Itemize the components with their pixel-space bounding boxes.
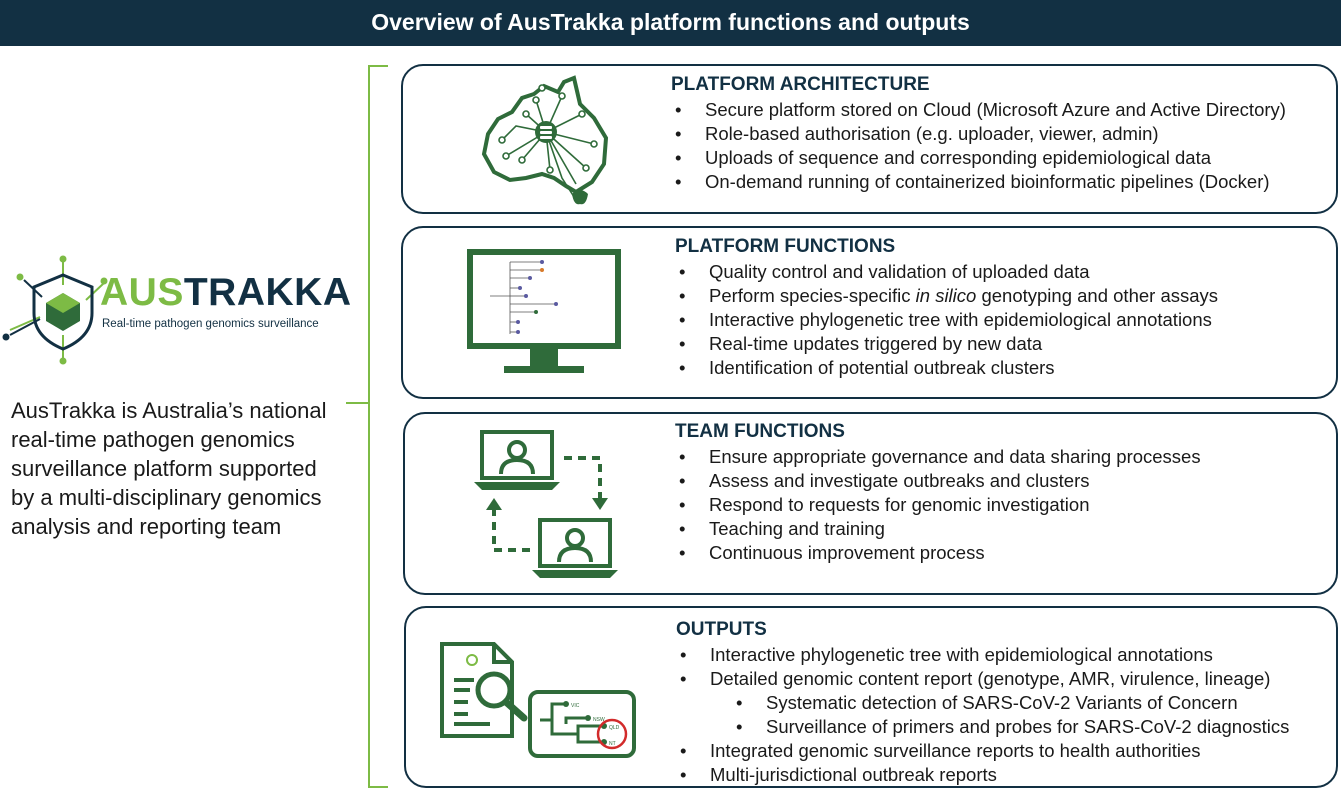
tree-label-vic: VIC [571, 703, 580, 709]
architecture-bullets: Secure platform stored on Cloud (Microso… [671, 98, 1286, 194]
outputs-bullets: Interactive phylogenetic tree with epide… [676, 643, 1289, 787]
tree-label-nsw: NSW [593, 717, 605, 723]
monitor-tree-icon [467, 249, 621, 373]
section-title: OUTPUTS [676, 619, 767, 640]
austrakka-logo [2, 255, 108, 365]
list-item: Real-time updates triggered by new data [675, 332, 1218, 356]
logo-wordmark: AUSTRAKKA [100, 271, 352, 314]
logo-tagline: Real-time pathogen genomics surveillance [102, 318, 319, 330]
australia-network-icon [481, 75, 609, 205]
section-title: PLATFORM ARCHITECTURE [671, 74, 930, 95]
section-title: PLATFORM FUNCTIONS [675, 236, 896, 257]
section-title: TEAM FUNCTIONS [675, 421, 845, 442]
list-item: Respond to requests for genomic investig… [675, 493, 1201, 517]
bracket-connector [346, 402, 368, 404]
list-item: Continuous improvement process [675, 541, 1201, 565]
report-magnifier-icon: VIC NSW QLD NT [440, 642, 636, 758]
list-item: Detailed genomic content report (genotyp… [676, 667, 1289, 691]
list-item: Interactive phylogenetic tree with epide… [675, 308, 1218, 332]
list-item: Quality control and validation of upload… [675, 260, 1218, 284]
tree-label-qld: QLD [609, 725, 620, 731]
list-item: Identification of potential outbreak clu… [675, 356, 1218, 380]
list-item: Teaching and training [675, 517, 1201, 541]
page-title: Overview of AusTrakka platform functions… [0, 0, 1341, 46]
list-item: Perform species-specific in silico genot… [675, 284, 1218, 308]
list-item: Uploads of sequence and corresponding ep… [671, 146, 1286, 170]
list-item: Multi-jurisdictional outbreak reports [676, 763, 1289, 787]
platform-description: AusTrakka is Australia’s national real-t… [11, 398, 327, 539]
list-subitem: Surveillance of primers and probes for S… [676, 715, 1289, 739]
list-item: Role-based authorisation (e.g. uploader,… [671, 122, 1286, 146]
list-item: Integrated genomic surveillance reports … [676, 739, 1289, 763]
list-subitem: Systematic detection of SARS-CoV-2 Varia… [676, 691, 1289, 715]
section-bracket [368, 65, 388, 788]
team-laptops-icon [474, 430, 618, 578]
list-item: On-demand running of containerized bioin… [671, 170, 1286, 194]
tree-label-nt: NT [609, 741, 616, 747]
functions-bullets: Quality control and validation of upload… [675, 260, 1218, 380]
team-bullets: Ensure appropriate governance and data s… [675, 445, 1201, 565]
list-item: Interactive phylogenetic tree with epide… [676, 643, 1289, 667]
list-item: Assess and investigate outbreaks and clu… [675, 469, 1201, 493]
list-item: Ensure appropriate governance and data s… [675, 445, 1201, 469]
list-item: Secure platform stored on Cloud (Microso… [671, 98, 1286, 122]
